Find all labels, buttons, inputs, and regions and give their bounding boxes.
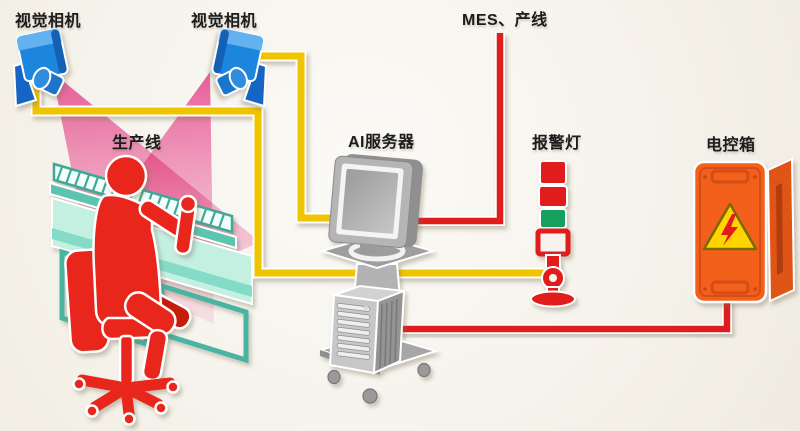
- label-control-box: 电控箱: [706, 137, 756, 154]
- worker-icon: [64, 154, 198, 426]
- alarm-stack-light-icon: [530, 160, 576, 308]
- control-cabinet-icon: [692, 157, 796, 304]
- cable-camera-left-to-server: [30, 82, 543, 279]
- cable-server-to-cabinet: [385, 299, 732, 334]
- cable-camera-right-to-server: [240, 50, 345, 224]
- label-production-line: 生产线: [112, 135, 162, 152]
- label-alarm-light: 报警灯: [532, 135, 582, 152]
- high-voltage-warning-icon: [702, 202, 758, 251]
- ai-server-icon: [316, 154, 440, 404]
- label-mes: MES、产线: [462, 12, 548, 29]
- vision-camera-right-icon: [210, 26, 267, 108]
- cable-mes-to-server: [405, 33, 505, 226]
- label-ai-server: AI服务器: [348, 134, 415, 151]
- label-camera-left: 视觉相机: [15, 13, 82, 30]
- label-camera-right: 视觉相机: [191, 13, 258, 30]
